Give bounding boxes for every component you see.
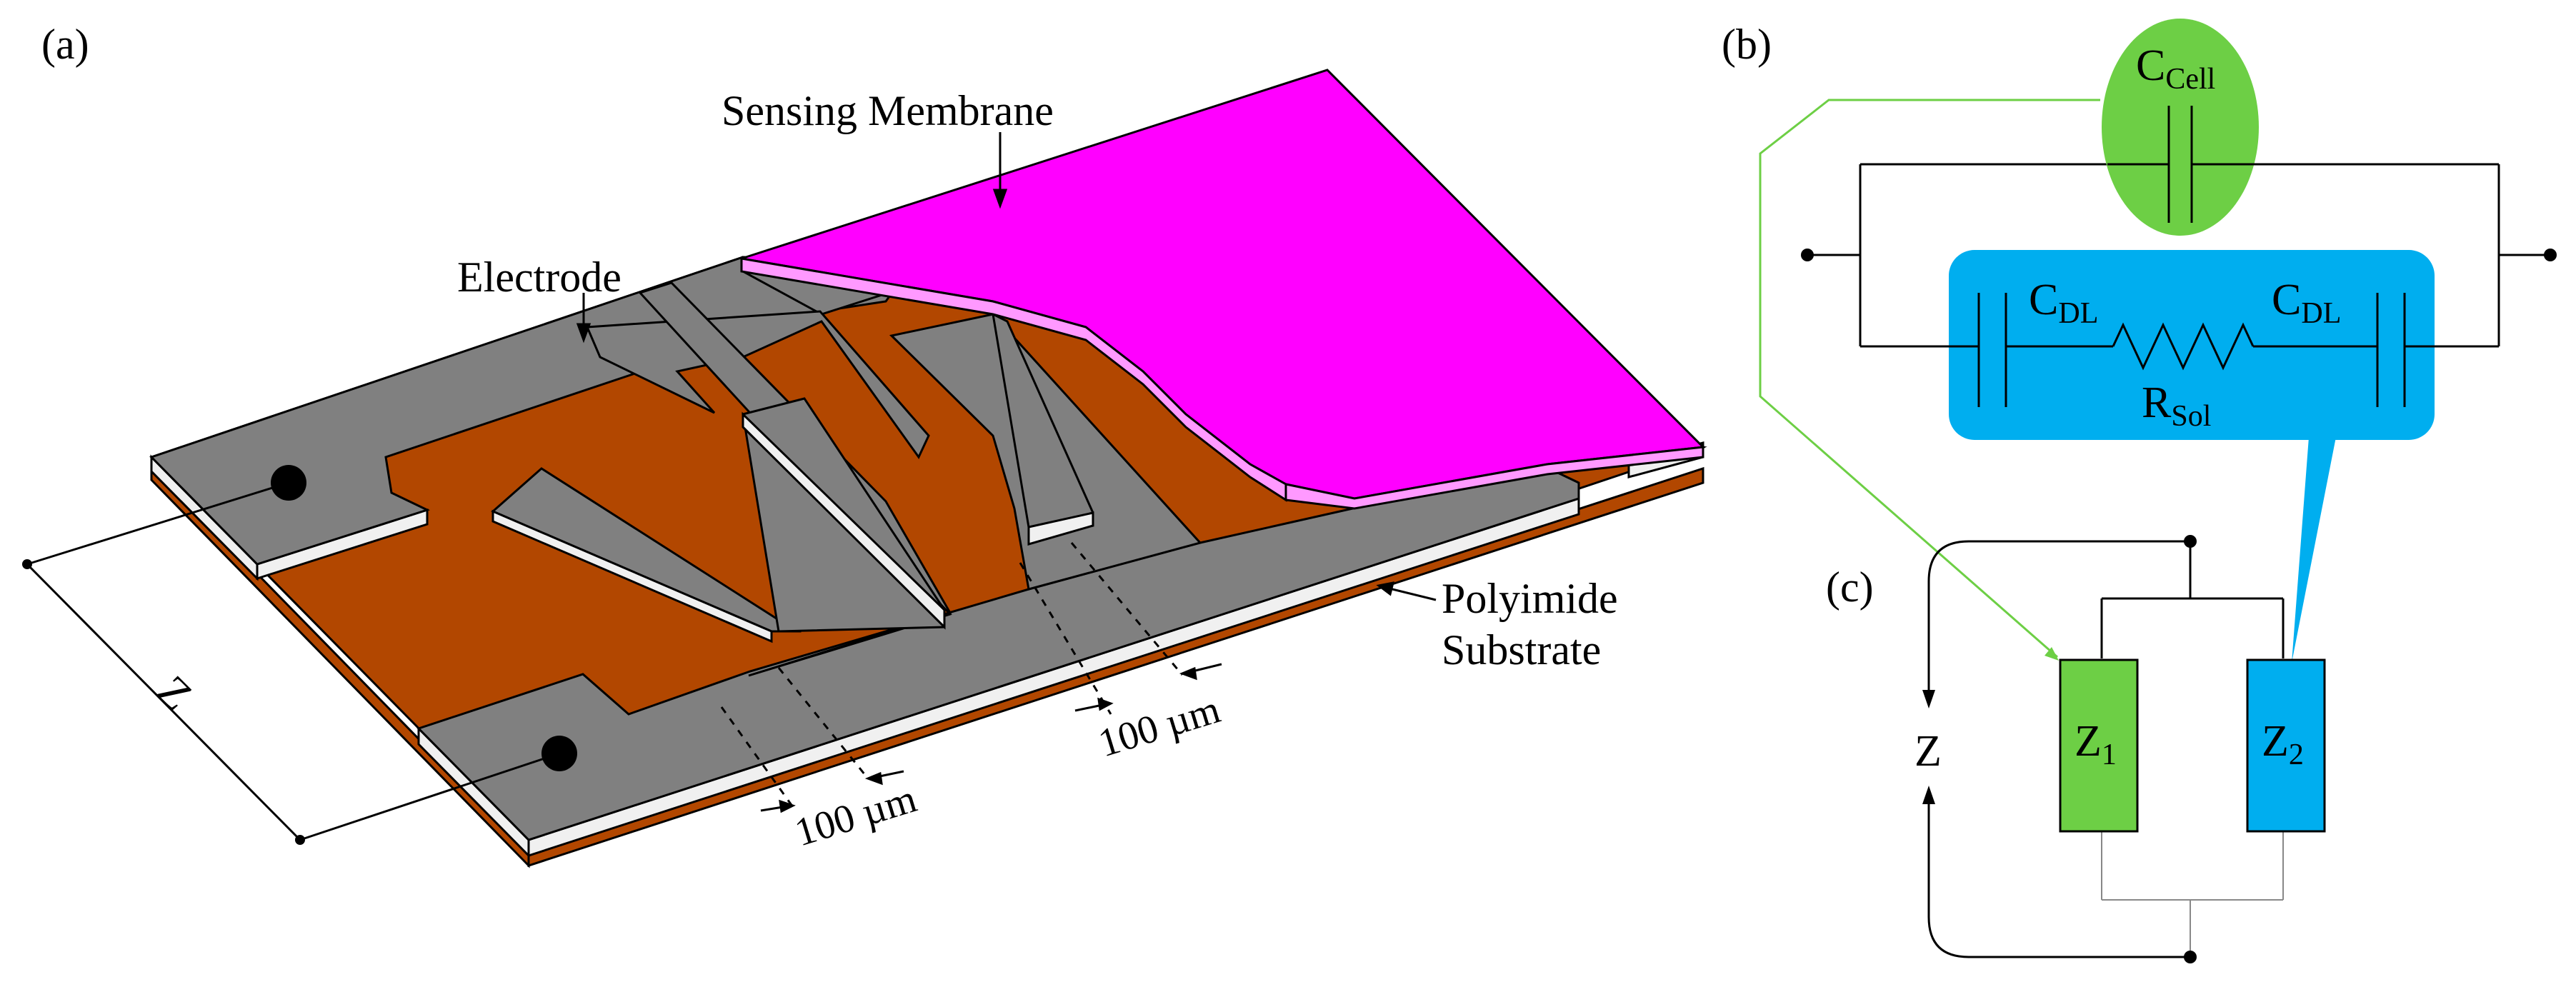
c-cell-highlight xyxy=(2102,19,2259,236)
impedance-label: Z xyxy=(148,666,201,720)
node-bottom xyxy=(2184,951,2197,963)
z1-label: Z1 xyxy=(2075,717,2117,771)
terminal-left xyxy=(1801,249,1814,261)
c-dl-right-main: C xyxy=(2272,276,2301,324)
c-dl-right-label: CDL xyxy=(2272,276,2341,330)
c-dl-left-main: C xyxy=(2029,276,2058,324)
r-sol-sub: Sol xyxy=(2171,400,2211,433)
panel-b: (b) CCell xyxy=(1722,19,2557,663)
dimension-label-2: 100 µm xyxy=(1094,687,1225,766)
panel-c-label: (c) xyxy=(1826,563,1874,611)
c-cell-capacitor-symbol xyxy=(2107,106,2257,223)
impedance-lines xyxy=(26,481,560,841)
z1-sub: 1 xyxy=(2102,738,2117,771)
z-arrow-down xyxy=(1922,690,1935,708)
z2-label: Z2 xyxy=(2262,717,2304,771)
dimension-lines xyxy=(720,542,1184,808)
c-cell-link-line xyxy=(1759,99,2100,658)
z1-block xyxy=(2059,658,2139,833)
z2-main: Z xyxy=(2262,717,2289,766)
r-sol-label: RSol xyxy=(2142,379,2211,433)
panel-a-label: (a) xyxy=(41,21,89,68)
equivalent-wires xyxy=(1927,540,2285,958)
z-label: Z xyxy=(1914,727,1942,776)
dimension-label-1: 100 µm xyxy=(790,776,922,855)
substrate-label-line1: Polyimide xyxy=(1442,575,1618,622)
dimension-arrows xyxy=(760,663,1222,813)
c-cell-link-arrow xyxy=(2045,647,2059,661)
panel-c: (c) Z Z1 Z2 xyxy=(1826,535,2326,963)
terminal-right xyxy=(2544,249,2557,261)
inner-fingers xyxy=(491,312,1094,643)
sensing-membrane xyxy=(740,69,1706,510)
z-arrow-up xyxy=(1922,786,1935,804)
z2-block xyxy=(2246,658,2326,833)
c-cell-main: C xyxy=(2136,41,2165,90)
z2-sub: 2 xyxy=(2289,738,2304,771)
c-dl-left-sub: DL xyxy=(2058,297,2098,330)
c-cell-label: CCell xyxy=(2136,41,2215,96)
equivalent-wires-lower xyxy=(2101,831,2284,957)
electrode-label: Electrode xyxy=(457,254,621,301)
double-layer-pointer xyxy=(2292,437,2336,663)
z-terminal-bottom xyxy=(295,835,305,845)
electrode-side-faces xyxy=(150,441,1704,858)
c-dl-left-label: CDL xyxy=(2029,276,2098,330)
substrate-label-line2: Substrate xyxy=(1442,626,1601,673)
sensing-membrane-label: Sensing Membrane xyxy=(722,87,1054,134)
r-sol-main: R xyxy=(2142,379,2172,427)
double-layer-box xyxy=(1949,250,2435,440)
z1-main: Z xyxy=(2075,717,2102,766)
z-terminal-top xyxy=(22,559,32,569)
double-layer-circuit xyxy=(1860,293,2499,407)
c-cell-sub: Cell xyxy=(2165,63,2215,96)
node-top xyxy=(2184,535,2197,548)
c-dl-right-sub: DL xyxy=(2301,297,2341,330)
callout-arrows xyxy=(576,132,1437,601)
panel-a: Z 100 µm 100 µm xyxy=(22,21,1707,868)
panel-b-label: (b) xyxy=(1722,21,1772,68)
